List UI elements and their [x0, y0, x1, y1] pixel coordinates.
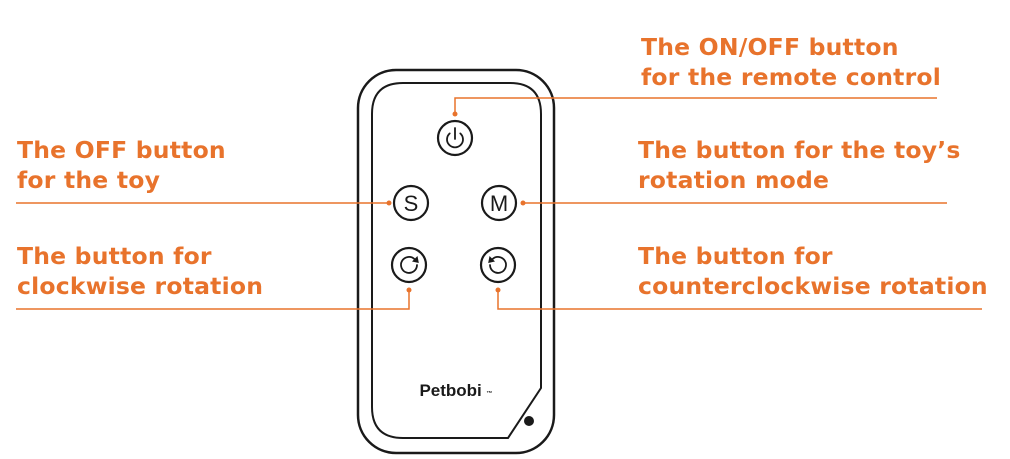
callout-toy-off-line1: The OFF button: [17, 136, 226, 164]
callout-counterclockwise-line2: counterclockwise rotation: [638, 272, 988, 300]
callout-rotation-mode-line1: The button for the toy’s: [638, 136, 961, 164]
callout-toy-off-button: The OFF button for the toy: [17, 135, 226, 195]
leader-dot-toy-off: [386, 200, 392, 206]
indicator-dot: [524, 416, 534, 426]
leader-line-clockwise: [16, 290, 410, 310]
remote-inner-panel: [371, 82, 542, 439]
callout-on-off-line2: for the remote control: [641, 63, 941, 91]
toy-off-button[interactable]: S: [392, 184, 430, 222]
clockwise-arrow-icon: [400, 256, 419, 274]
callout-counterclockwise-line1: The button for: [638, 242, 833, 270]
callout-on-off-line1: The ON/OFF button: [641, 33, 899, 61]
leader-dot-counterclockwise: [495, 287, 501, 293]
power-icon: [446, 127, 464, 149]
callout-rotation-mode-button: The button for the toy’s rotation mode: [638, 135, 961, 195]
brand-trademark: ™: [487, 390, 493, 397]
power-button[interactable]: [436, 119, 474, 157]
remote-outer-shell: [356, 68, 556, 455]
leader-dot-clockwise: [406, 287, 412, 293]
brand-logo: Petbobi ™: [419, 381, 492, 400]
remote-body: [356, 68, 556, 455]
brand-name: Petbobi: [419, 381, 481, 400]
callout-counterclockwise-button: The button for counterclockwise rotation: [638, 241, 988, 301]
leader-dots: [386, 111, 526, 293]
leader-dot-on-off: [452, 111, 458, 117]
counterclockwise-rotation-button[interactable]: [479, 246, 517, 284]
callout-clockwise-line2: clockwise rotation: [17, 272, 264, 300]
callout-rotation-mode-line2: rotation mode: [638, 166, 830, 194]
toy-off-button-label: S: [404, 191, 419, 216]
rotation-mode-button-label: M: [490, 191, 508, 216]
leader-line-counterclockwise: [497, 290, 982, 310]
leader-dot-rotation-mode: [520, 200, 526, 206]
callout-toy-off-line2: for the toy: [17, 166, 161, 194]
callout-clockwise-line1: The button for: [17, 242, 212, 270]
counterclockwise-arrow-icon: [488, 256, 507, 274]
callout-on-off-button: The ON/OFF button for the remote control: [641, 32, 941, 92]
leader-line-on-off: [454, 97, 937, 114]
clockwise-rotation-button[interactable]: [390, 246, 428, 284]
rotation-mode-button[interactable]: M: [480, 184, 518, 222]
callout-clockwise-button: The button for clockwise rotation: [17, 241, 263, 301]
leader-lines: [16, 97, 982, 310]
